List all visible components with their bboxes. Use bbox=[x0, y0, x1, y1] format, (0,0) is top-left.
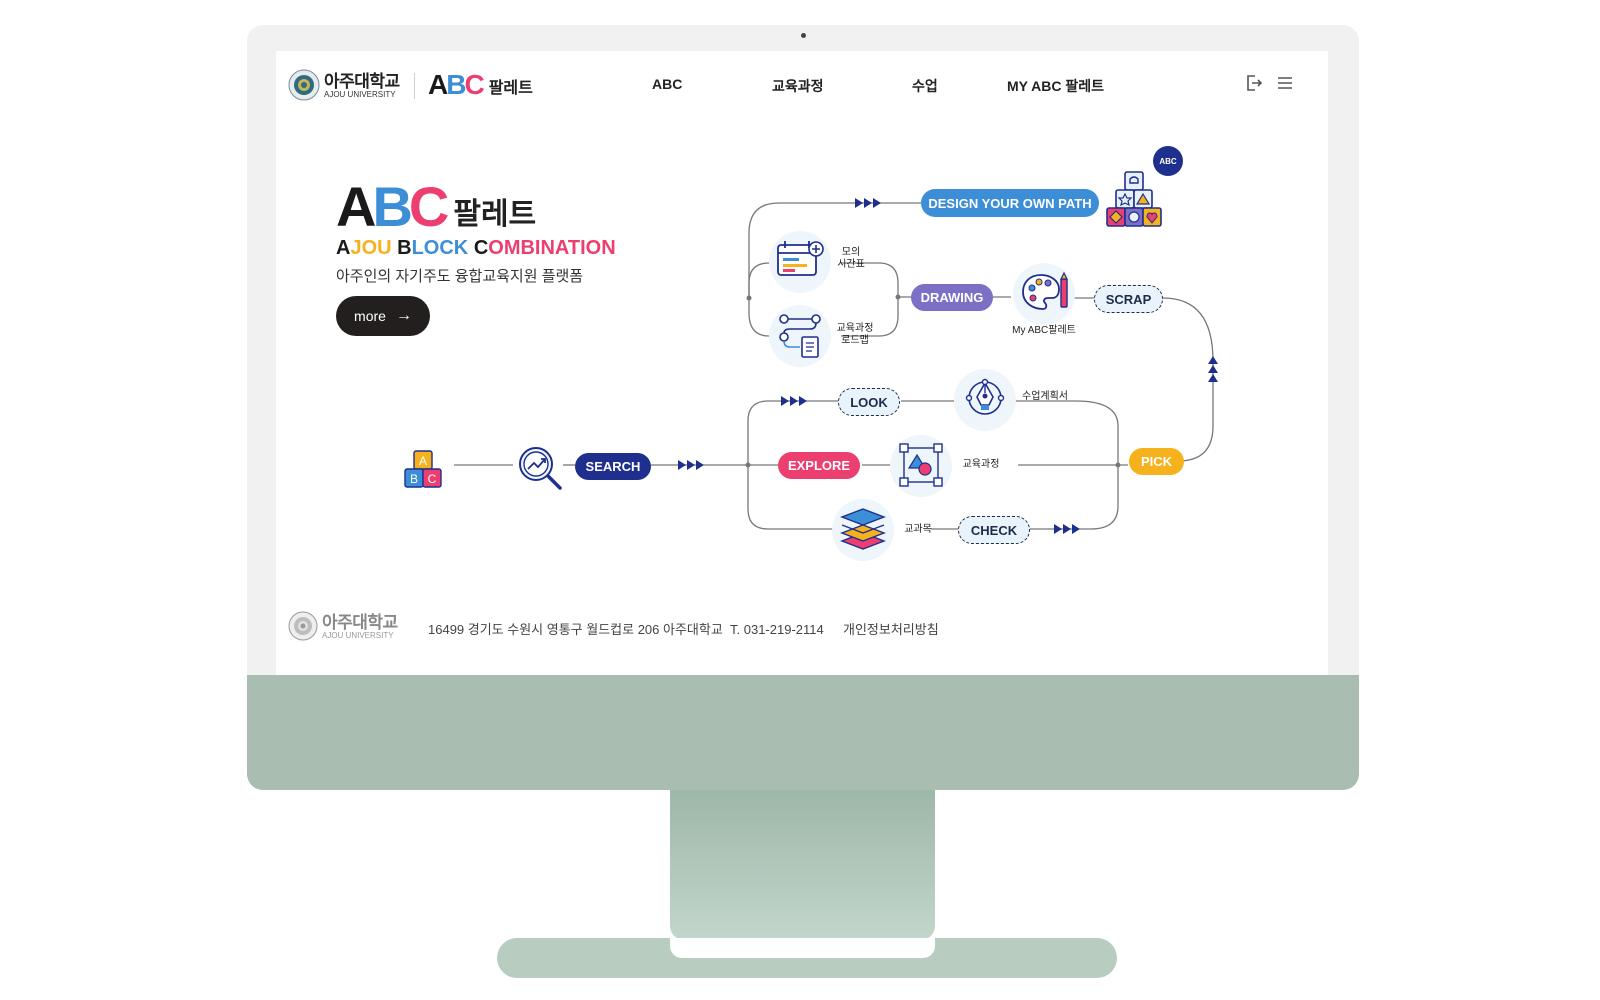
flow-diagram: ABC DESIGN YOUR OWN PATH DRAWING SCRAP S… bbox=[276, 51, 1328, 675]
more-button[interactable]: more → bbox=[336, 296, 430, 336]
roadmap-label-line1: 교육과정 bbox=[836, 323, 874, 334]
roadmap-label-line2: 로드맵 bbox=[841, 335, 869, 346]
acronym-a-cap: A bbox=[336, 237, 351, 259]
calendar-icon[interactable] bbox=[774, 239, 826, 283]
node-pick[interactable]: PICK bbox=[1129, 448, 1184, 475]
flow-connectors bbox=[454, 198, 1218, 534]
acronym-b-cap: B bbox=[397, 237, 412, 259]
nav-abc[interactable]: ABC bbox=[652, 76, 683, 92]
pen-tool-icon[interactable] bbox=[962, 375, 1008, 421]
university-name[interactable]: 아주대학교 AJOU UNIVERSITY bbox=[324, 73, 400, 99]
abc-bubble-text: ABC bbox=[1159, 156, 1177, 166]
logo-letter-a: A bbox=[428, 69, 449, 100]
node-search[interactable]: SEARCH bbox=[575, 453, 651, 480]
mock-timetable-label-line2: 시간표 bbox=[837, 259, 865, 270]
triple-arrow-up bbox=[1208, 356, 1218, 382]
hero-title-suffix: 팔레트 bbox=[453, 198, 537, 231]
search-trend-icon[interactable] bbox=[516, 444, 564, 492]
node-scrap[interactable]: SCRAP bbox=[1094, 285, 1163, 313]
acronym-c-rest: OMBINATION bbox=[488, 237, 616, 259]
footer-university-name: 아주대학교 AJOU UNIVERSITY bbox=[322, 614, 398, 640]
camera-dot bbox=[801, 33, 806, 38]
stacked-blocks-icon bbox=[1106, 171, 1162, 227]
acronym-a-rest: JOU bbox=[350, 237, 398, 259]
acronym-c-cap: C bbox=[473, 237, 489, 259]
hero-letter-b: B bbox=[372, 175, 413, 238]
roadmap-label: 교육과정 로드맵 bbox=[831, 323, 879, 347]
hero-description: 아주인의 자기주도 융합교육지원 플랫폼 bbox=[336, 268, 584, 285]
nav-my-abc-palette[interactable]: MY ABC 팔레트 bbox=[1007, 78, 1104, 94]
my-abc-palette-label: My ABC팔레트 bbox=[1012, 325, 1076, 336]
node-search-label: SEARCH bbox=[585, 459, 641, 474]
nav-curriculum[interactable]: 교육과정 bbox=[772, 78, 824, 94]
hero-acronym: AJOU BLOCK COMBINATION bbox=[336, 237, 616, 260]
footer-university-seal-icon bbox=[288, 611, 318, 641]
abc-blocks-icon: A B C bbox=[404, 450, 442, 488]
university-name-en: AJOU UNIVERSITY bbox=[324, 90, 396, 99]
abc-palette-logo[interactable]: A B C 팔레트 bbox=[428, 71, 533, 99]
node-pick-label: PICK bbox=[1140, 454, 1173, 469]
arrow-right-icon: → bbox=[395, 307, 412, 324]
mock-timetable-label-line1: 모의 bbox=[841, 247, 861, 258]
logo-letter-b: B bbox=[446, 69, 467, 100]
footer-privacy-link[interactable]: 개인정보처리방침 bbox=[843, 622, 939, 637]
logo-suffix: 팔레트 bbox=[488, 80, 533, 97]
hero-title: A B C 팔레트 bbox=[336, 179, 536, 235]
nav-classes[interactable]: 수업 bbox=[912, 78, 938, 94]
monitor-bezel: 아주대학교 AJOU UNIVERSITY A B C 팔레트 ABC 교육과정… bbox=[247, 25, 1359, 790]
more-button-label: more bbox=[354, 308, 386, 324]
footer-university-name-ko: 아주대학교 bbox=[322, 613, 398, 632]
node-check-label: CHECK bbox=[970, 522, 1018, 538]
node-explore[interactable]: EXPLORE bbox=[778, 452, 860, 479]
block-letter-a: A bbox=[419, 454, 427, 468]
hero-letter-a: A bbox=[336, 175, 377, 238]
node-look[interactable]: LOOK bbox=[838, 388, 900, 416]
acronym-b-rest: LOCK bbox=[411, 237, 474, 259]
node-drawing[interactable]: DRAWING bbox=[911, 284, 993, 311]
triple-arrow-look bbox=[781, 396, 807, 406]
node-scrap-label: SCRAP bbox=[1105, 291, 1152, 307]
screen: 아주대학교 AJOU UNIVERSITY A B C 팔레트 ABC 교육과정… bbox=[276, 51, 1328, 675]
shapes-selection-icon[interactable] bbox=[898, 442, 944, 488]
hamburger-menu-icon[interactable] bbox=[1277, 75, 1293, 91]
abc-speech-bubble: ABC bbox=[1153, 146, 1183, 176]
curriculum-label: 교육과정 bbox=[962, 459, 1000, 470]
block-letter-b: B bbox=[410, 472, 418, 486]
footer-university-name-en: AJOU UNIVERSITY bbox=[322, 631, 394, 640]
monitor-stand-neck bbox=[670, 790, 935, 940]
roadmap-icon[interactable] bbox=[776, 311, 824, 359]
palette-icon[interactable] bbox=[1021, 271, 1069, 315]
node-explore-label: EXPLORE bbox=[787, 458, 851, 473]
block-letter-c: C bbox=[428, 472, 437, 486]
monitor-stand-gloss bbox=[670, 938, 935, 958]
monitor-chin bbox=[247, 675, 1359, 790]
hero-letter-c: C bbox=[408, 175, 450, 238]
layers-icon[interactable] bbox=[840, 507, 886, 551]
subject-label: 교과목 bbox=[904, 524, 932, 535]
header: 아주대학교 AJOU UNIVERSITY A B C 팔레트 ABC 교육과정… bbox=[276, 51, 1328, 121]
triple-arrow-search bbox=[678, 460, 704, 470]
node-design-your-own-path-label: DESIGN YOUR OWN PATH bbox=[928, 195, 1092, 211]
triple-arrow-top bbox=[855, 198, 881, 208]
header-divider bbox=[414, 73, 415, 99]
logo-letter-c: C bbox=[464, 69, 485, 100]
logout-icon[interactable] bbox=[1245, 74, 1263, 92]
node-design-your-own-path[interactable]: DESIGN YOUR OWN PATH bbox=[921, 189, 1099, 217]
university-seal-icon bbox=[288, 69, 320, 101]
node-look-label: LOOK bbox=[850, 394, 888, 410]
triple-arrow-check bbox=[1054, 524, 1080, 534]
footer-address: 16499 경기도 수원시 영통구 월드컵로 206 아주대학교 T. 031-… bbox=[428, 622, 824, 637]
node-drawing-label: DRAWING bbox=[920, 290, 984, 305]
university-name-ko: 아주대학교 bbox=[324, 72, 400, 91]
lesson-plan-label: 수업계획서 bbox=[1022, 391, 1068, 402]
mock-timetable-label: 모의 시간표 bbox=[831, 247, 871, 271]
node-check[interactable]: CHECK bbox=[958, 516, 1030, 544]
